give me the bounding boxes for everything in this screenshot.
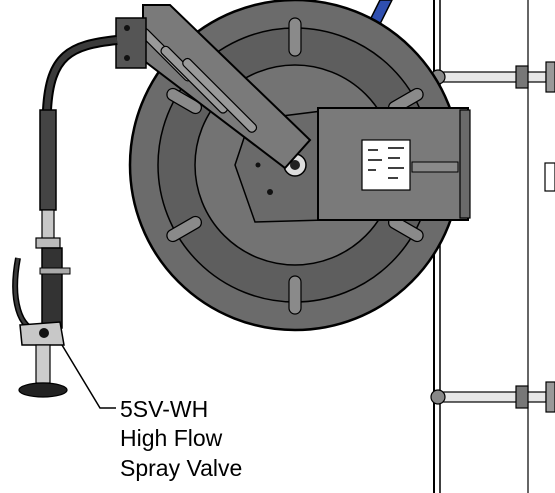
callout-leader-line xyxy=(61,344,116,409)
callout-label: 5SV-WH High Flow Spray Valve xyxy=(120,396,242,481)
callout-line-type: High Flow xyxy=(120,425,223,451)
callout-line-name: Spray Valve xyxy=(120,455,242,481)
mounting-rod-top xyxy=(430,61,555,93)
wall-plate-outline xyxy=(544,162,555,192)
swing-arm xyxy=(115,4,312,170)
mounting-rod-bottom xyxy=(430,381,555,413)
callout-line-model: 5SV-WH xyxy=(120,396,208,422)
wall-mount-bracket-icon xyxy=(317,107,471,221)
spray-valve-icon xyxy=(12,35,118,398)
